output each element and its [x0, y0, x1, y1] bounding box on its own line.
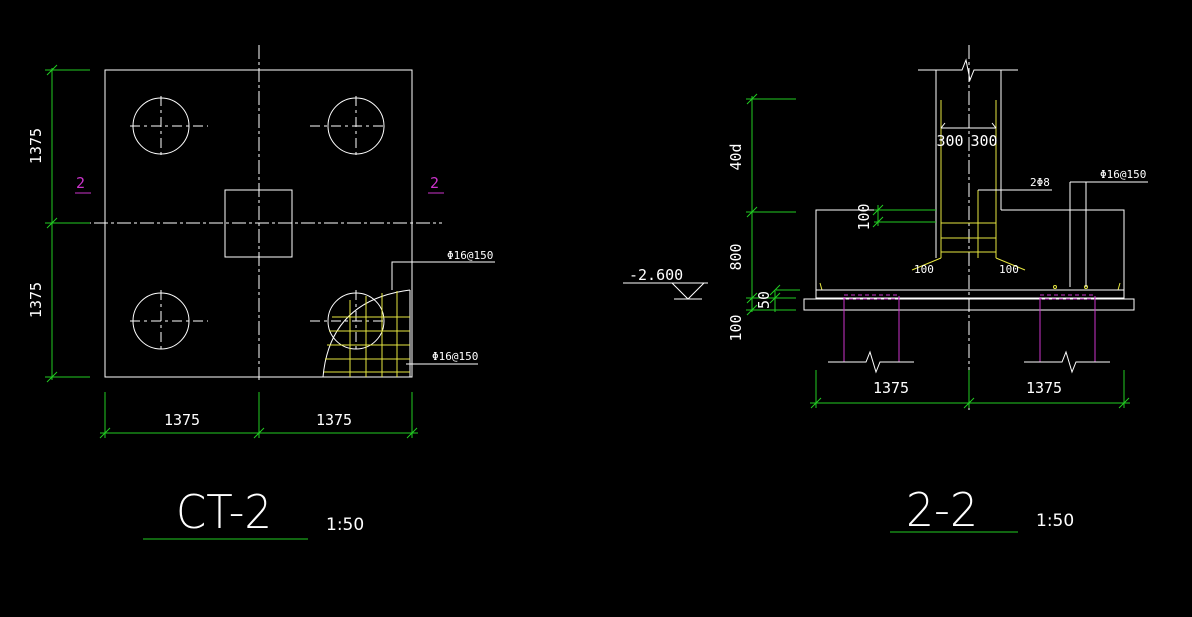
section-hook-left: 100 [914, 263, 934, 276]
plan-dim-left-bottom: 1375 [27, 282, 45, 318]
pile-top-left [130, 96, 208, 158]
section-dim-800: 800 [727, 243, 745, 270]
section-stirrup-label: 2Φ8 [1030, 176, 1050, 189]
plan-scale: 1:50 [326, 515, 364, 535]
plan-view: Φ16@150 Φ16@150 2 2 1375 1375 [27, 45, 495, 540]
plan-dim-bottom [99, 392, 418, 439]
rebar-detail-corner [322, 261, 495, 378]
pile-top-right [310, 96, 386, 158]
section-scale: 1:50 [1036, 511, 1074, 531]
plan-dim-bottom-left: 1375 [164, 411, 200, 429]
section-dim-50: 50 [755, 291, 773, 309]
elevation-label: -2.600 [629, 266, 683, 284]
section-dim-100-inner [872, 204, 936, 228]
section-dim-bottom [810, 370, 1130, 409]
plan-dim-left-top: 1375 [27, 128, 45, 164]
section-mark-right: 2 [430, 174, 439, 192]
section-dim-100-inner-text: 100 [855, 203, 873, 230]
plan-dim-left [45, 64, 90, 383]
section-dim-left [746, 93, 800, 316]
pile-bottom-right [310, 290, 386, 352]
section-dim-300-left: 300 [936, 132, 963, 150]
section-dim-bottom-right: 1375 [1026, 379, 1062, 397]
pile-section-left [828, 294, 914, 374]
plan-title: CT-2 [176, 485, 272, 539]
column-section [911, 58, 1026, 271]
elevation-symbol [623, 282, 708, 300]
column-outline [224, 189, 293, 258]
cushion-layer [803, 298, 1135, 311]
section-dim-300-right: 300 [970, 132, 997, 150]
section-rebar-label: Φ16@150 [1100, 168, 1146, 181]
plan-rebar-label-bottom: Φ16@150 [432, 350, 478, 363]
section-mark-left: 2 [76, 174, 85, 192]
section-dim-100-left: 100 [727, 314, 745, 341]
section-title: 2-2 [906, 483, 978, 537]
pile-section-right [1024, 294, 1110, 374]
plan-dim-bottom-right: 1375 [316, 411, 352, 429]
section-dim-bottom-left: 1375 [873, 379, 909, 397]
section-view: 300 300 100 100 2Φ8 Φ16@150 [623, 45, 1148, 537]
pile-bottom-left [130, 290, 208, 352]
section-dim-40d: 40d [727, 143, 745, 170]
section-hook-right: 100 [999, 263, 1019, 276]
pile-cap-section [815, 209, 1125, 299]
plan-rebar-label-top: Φ16@150 [447, 249, 493, 262]
